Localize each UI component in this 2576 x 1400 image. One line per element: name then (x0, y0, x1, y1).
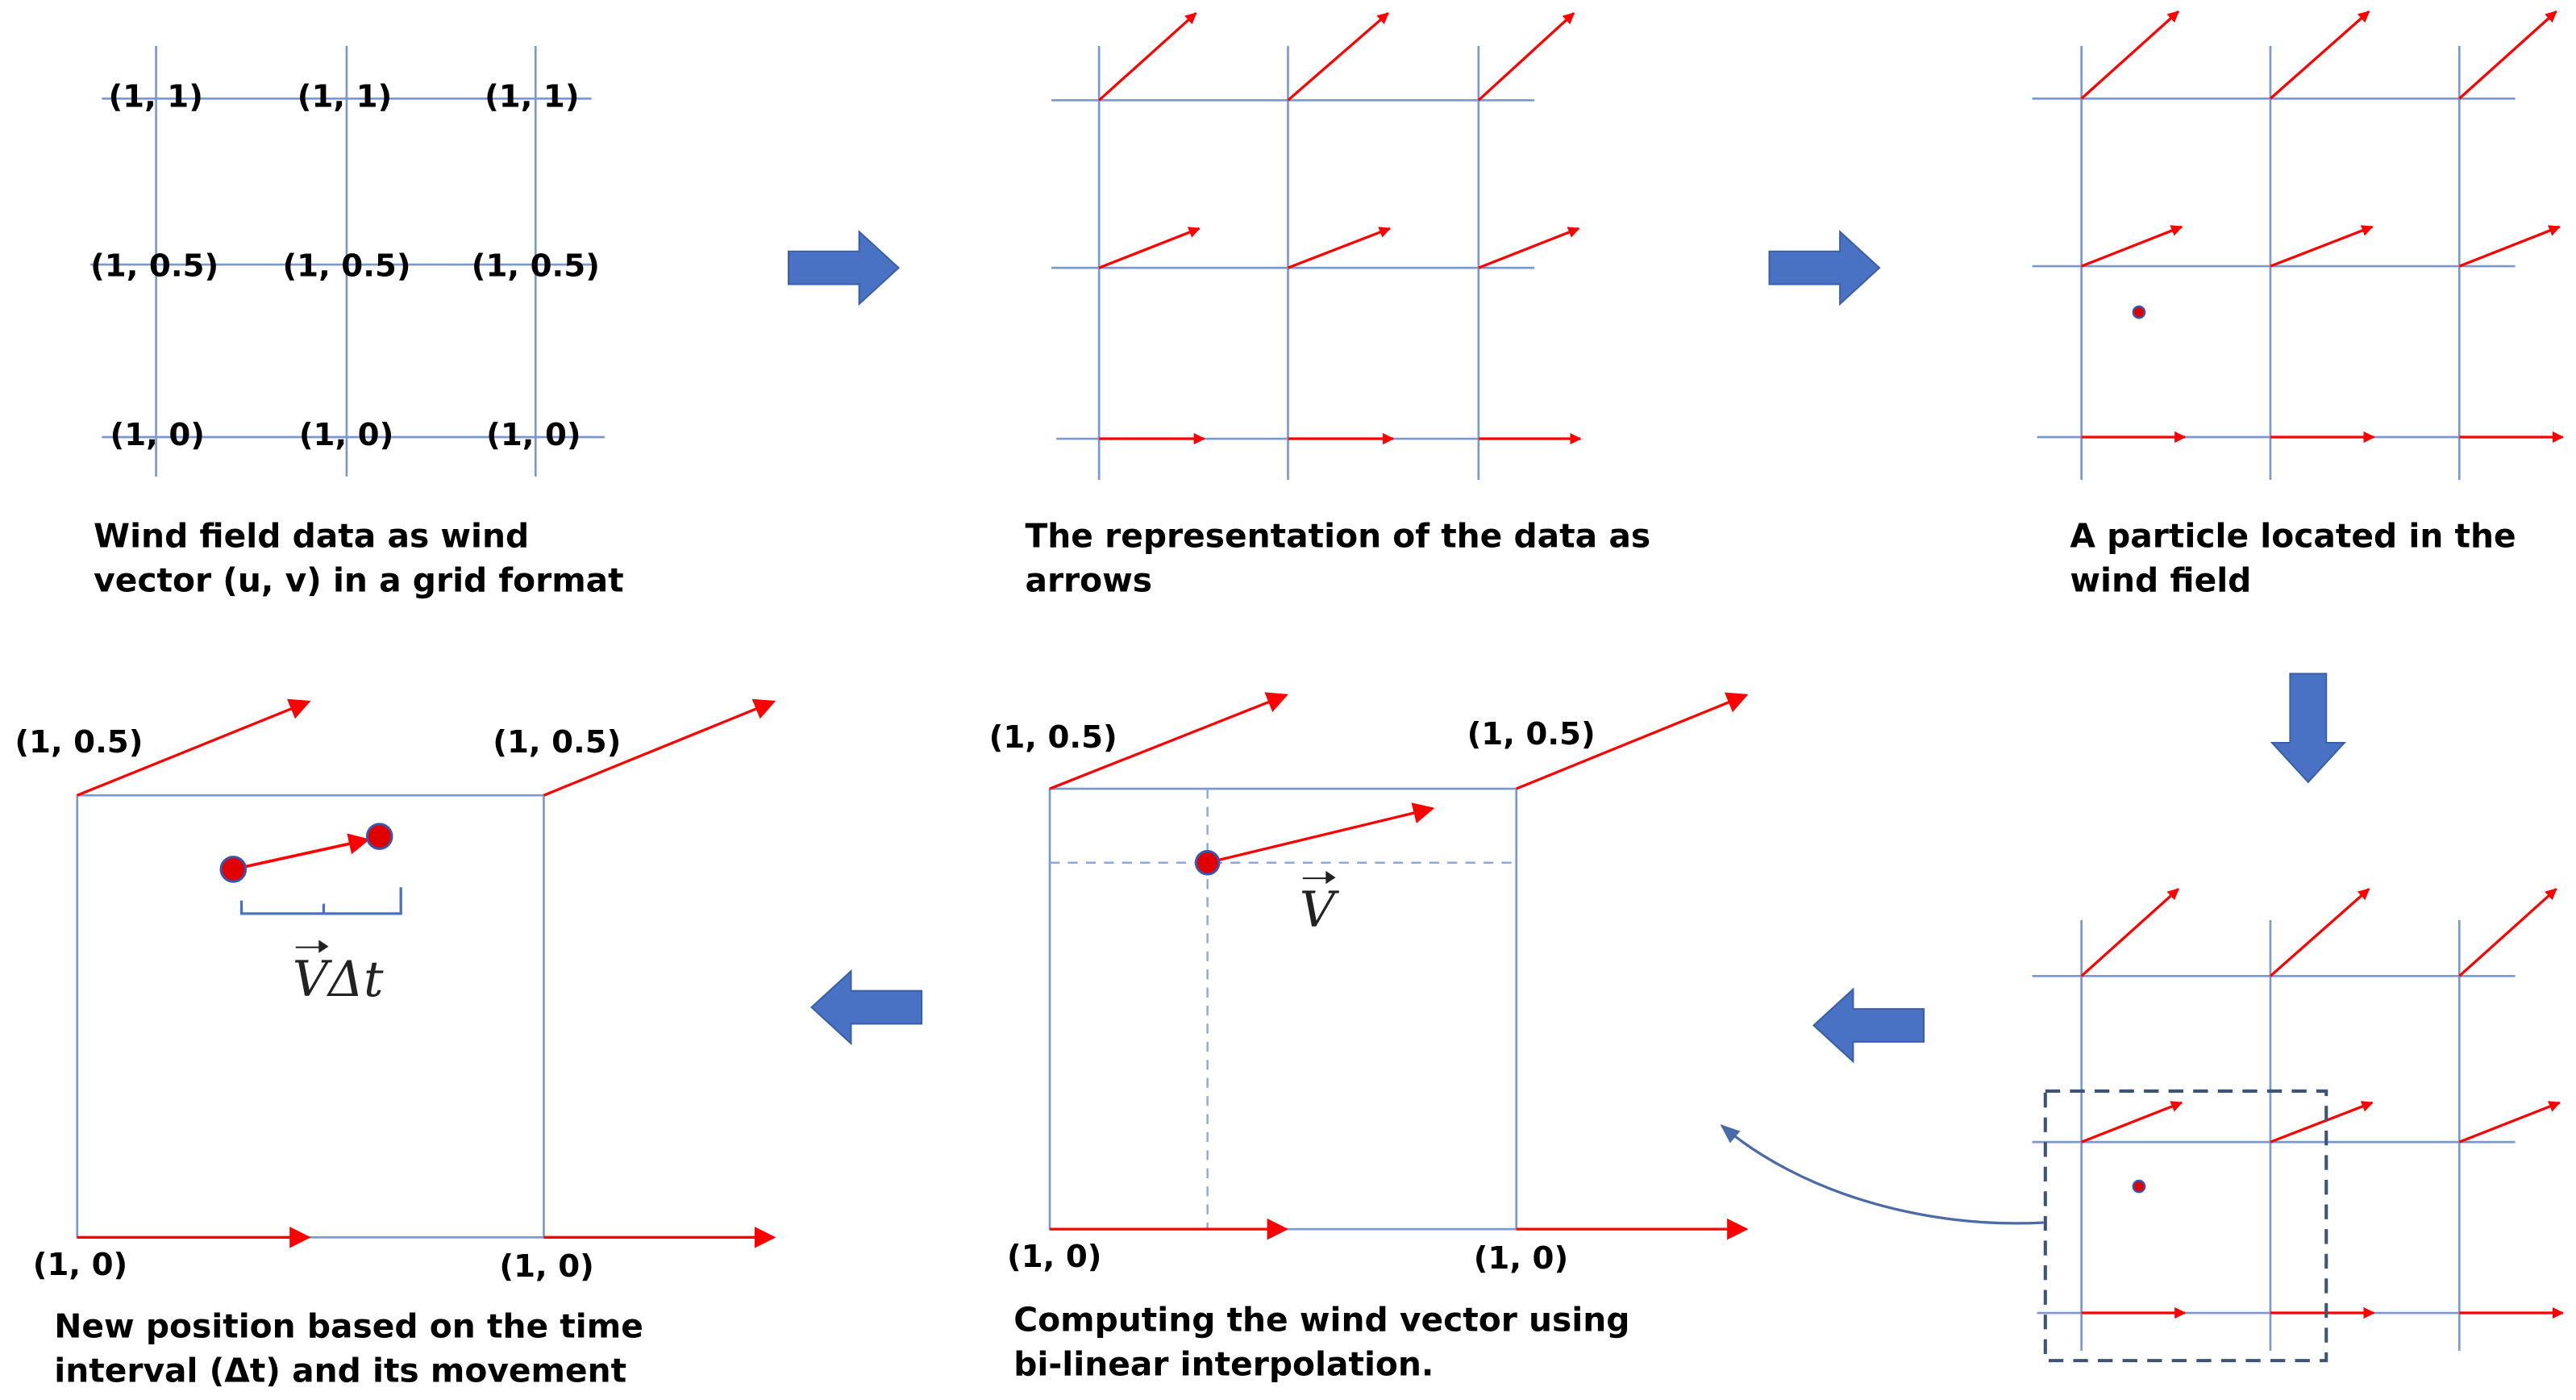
p5-vector-v: V (1299, 870, 1335, 940)
panel3-caption: A particle located in the wind field (2070, 515, 2516, 603)
panel5-caption-line1: Computing the wind vector using (1013, 1299, 1630, 1340)
panel6-wind-arrows (77, 698, 776, 1248)
p5-vector-v-symbol: V (1299, 870, 1335, 940)
panel2-grid (1051, 46, 1540, 480)
p6-label-bottom-right: (1, 0) (499, 1248, 594, 1285)
panel6-caption-line2: interval (Δt) and its movement (54, 1350, 627, 1390)
panel6-caption: New position based on the time interval … (54, 1305, 643, 1394)
flow-arrow-left-1 (1812, 987, 1925, 1064)
panel4-particle (2132, 1179, 2146, 1194)
p6-delta-t-symbol: Δt (327, 951, 384, 1010)
panel1-caption: Wind field data as wind vector (u, v) in… (94, 515, 624, 603)
panel6-caption-line1: New position based on the time (54, 1306, 643, 1346)
flow-arrows (788, 229, 2346, 1064)
p1-label-r2c1: (1, 0) (298, 417, 394, 454)
flow-arrow-right-1 (788, 229, 901, 306)
panel6-displacement-arrow (232, 833, 371, 871)
panel3-caption-line2: wind field (2070, 560, 2252, 600)
panel1-caption-line2: vector (u, v) in a grid format (94, 560, 624, 600)
p1-label-r1c2: (1, 0.5) (471, 248, 600, 285)
panel6-particle-end (365, 823, 393, 850)
panel2-caption-line2: arrows (1025, 560, 1153, 600)
flow-arrow-right-2 (1768, 229, 1881, 306)
panel6-cell (76, 794, 545, 1239)
panel5-caption: Computing the wind vector using bi-linea… (1013, 1298, 1629, 1387)
p1-label-r2c2: (1, 0) (486, 417, 581, 454)
p6-vector-v-delta-t: VΔt (292, 940, 384, 1010)
panel5-cell (1048, 787, 1518, 1231)
p6-label-top-right: (1, 0.5) (493, 724, 622, 761)
p5-label-top-right: (1, 0.5) (1467, 716, 1596, 753)
panel3-caption-line1: A particle located in the (2070, 515, 2516, 556)
p1-label-r1c0: (1, 0.5) (90, 248, 219, 285)
p1-label-r0c2: (1, 1) (485, 78, 580, 115)
panel4-wind-arrows (2080, 888, 2565, 1319)
panel4-selection-box (2043, 1089, 2328, 1363)
panel5-particle (1194, 849, 1221, 876)
p1-label-r2c0: (1, 0) (110, 417, 205, 454)
flow-arrow-down (2270, 673, 2346, 784)
panel3-particle (2132, 305, 2146, 319)
panel1-grid (90, 46, 605, 477)
p5-label-bottom-left: (1, 0) (1007, 1239, 1102, 1276)
panel2-wind-arrows (1098, 12, 1582, 445)
panel3-wind-arrows (2080, 10, 2565, 444)
p5-label-top-left: (1, 0.5) (988, 719, 1117, 756)
panel2-caption-line1: The representation of the data as (1025, 515, 1651, 556)
panel4-grid (2032, 920, 2520, 1351)
panel6-particle-start (219, 856, 248, 883)
zoom-curve-arrow (1720, 1124, 2044, 1225)
p1-label-r1c1: (1, 0.5) (282, 248, 411, 285)
p5-label-bottom-right: (1, 0) (1473, 1240, 1569, 1277)
p1-label-r0c1: (1, 1) (297, 78, 393, 115)
flow-arrow-left-2 (810, 969, 923, 1046)
panel5-caption-line2: bi-linear interpolation. (1013, 1344, 1434, 1384)
panel5-guides (1050, 789, 1517, 1230)
p6-label-top-left: (1, 0.5) (15, 724, 144, 761)
panel1-caption-line1: Wind field data as wind (94, 515, 530, 556)
p6-label-bottom-left: (1, 0) (32, 1247, 128, 1284)
panel5-wind-arrows (1049, 692, 1749, 1240)
panel6-brace (239, 887, 402, 915)
panel2-caption: The representation of the data as arrows (1025, 515, 1650, 603)
p6-vector-v-symbol: V (292, 940, 328, 1010)
p1-label-r0c0: (1, 1) (108, 78, 203, 115)
